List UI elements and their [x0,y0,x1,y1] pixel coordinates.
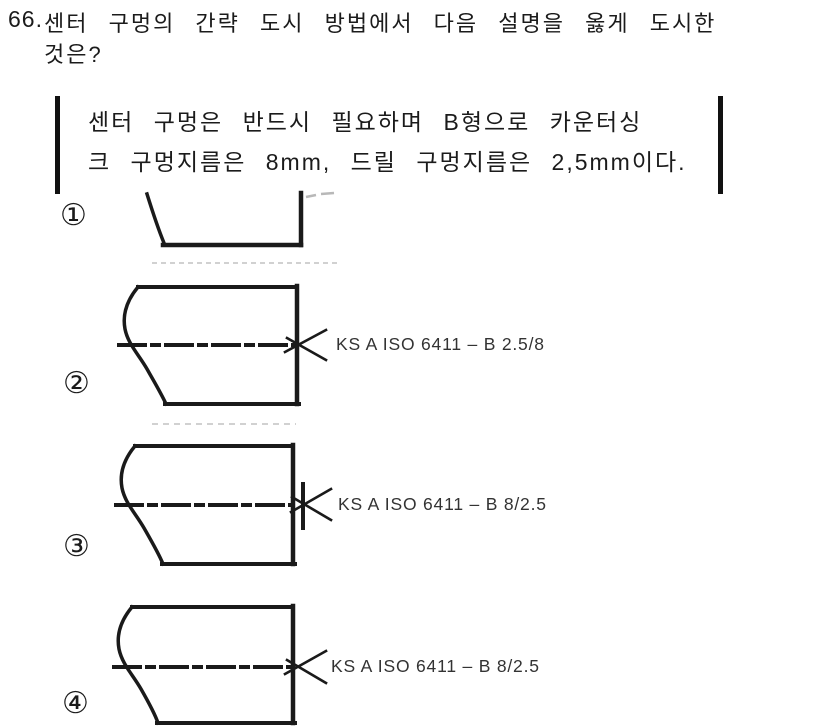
shaft-break-line [144,191,167,246]
question-text-line2: 것은? [44,42,103,67]
shaft-break-line [122,284,169,407]
leader-arrow-icon [289,487,333,522]
shaft-break-line [119,443,166,567]
description-line2: 크 구멍지름은 8mm, 드릴 구멍지름은 2,5mm이다. [88,149,687,175]
description-box: 센터 구멍은 반드시 필요하며 B형으로 카운터싱 크 구멍지름은 8mm, 드… [55,96,723,194]
option-3-ks-label: KS A ISO 6411 – B 8/2.5 [338,494,547,514]
option-4-ks-label: KS A ISO 6411 – B 8/2.5 [331,656,540,676]
question-number: 66. [8,6,43,32]
description-line1: 센터 구멍은 반드시 필요하며 B형으로 카운터싱 [88,109,643,135]
option-3-marker[interactable]: ③ [63,529,90,564]
leader-arrow-icon [283,649,328,685]
option-4-drawing [112,603,328,726]
leader-arrow-icon [283,328,328,362]
scan-artifact-strip-1 [152,262,338,264]
option-4-marker[interactable]: ④ [62,686,89,721]
option-3-drawing [114,442,333,567]
option-2-drawing [117,283,328,407]
shaft-break-line [116,604,161,726]
option-1-marker[interactable]: ① [60,198,87,233]
scan-artifact-strip-2 [152,423,296,425]
question-text-line1: 센터 구멍의 간략 도시 방법에서 다음 설명을 옳게 도시한 [44,11,717,36]
scan-artifact-dashes [305,191,335,199]
option-2-marker[interactable]: ② [63,366,90,401]
option-1-drawing [144,190,335,248]
option-2-ks-label: KS A ISO 6411 – B 2.5/8 [336,334,545,354]
